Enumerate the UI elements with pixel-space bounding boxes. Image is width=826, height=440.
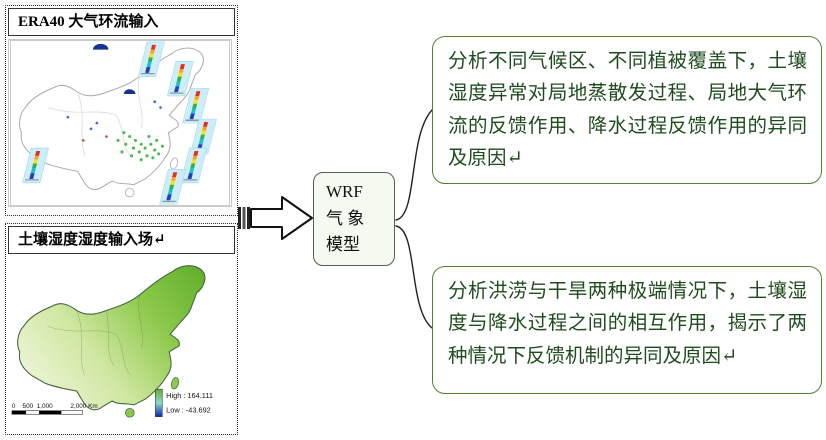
analysis-box-2-text: 分析洪涝与干旱两种极端情况下，土壤湿度与降水过程之间的相互作用，揭示了两种情况下… [448, 281, 807, 367]
legend-low-label: Low : -43.692 [166, 405, 211, 414]
wrf-line-1: WRF [326, 182, 363, 202]
china-filled [17, 264, 206, 418]
soil-map-legend: High : 164.111 Low : -43.692 [155, 388, 213, 417]
analysis-box-2: 分析洪涝与干旱两种极端情况下，土壤湿度与降水过程之间的相互作用，揭示了两种情况下… [432, 266, 822, 394]
wrf-line-3: 模型 [326, 235, 360, 255]
analysis-box-1-text: 分析不同气候区、不同植被覆盖下，土壤湿度异常对局地蒸散发过程、局地大气环流的反馈… [448, 51, 807, 170]
era40-input-panel: ERA40 大气环流输入 [5, 5, 238, 216]
soil-moisture-map: High : 164.111 Low : -43.692 0 500 1,000… [11, 264, 213, 418]
soil-title: 土壤湿度湿度输入场↵ [8, 226, 235, 254]
soil-map-wrap: High : 164.111 Low : -43.692 0 500 1,000… [8, 257, 235, 432]
era40-map-wrap [8, 38, 235, 212]
era40-map [8, 38, 232, 207]
brace-connectors [395, 109, 433, 329]
wrf-model-node: WRF 气 象 模型 [313, 172, 395, 266]
scale-label: 0 500 1,000 2,000 Km [12, 403, 98, 410]
era40-title: ERA40 大气环流输入 [8, 8, 235, 36]
station-dots [66, 100, 165, 161]
cloud-symbols [92, 43, 136, 94]
flow-arrow [238, 196, 313, 240]
legend-high-label: High : 164.111 [166, 391, 213, 400]
soil-moisture-panel: 土壤湿度湿度输入场↵ [5, 223, 238, 435]
wrf-line-2: 气 象 [326, 208, 365, 228]
analysis-box-1: 分析不同气候区、不同植被覆盖下，土壤湿度异常对局地蒸散发过程、局地大气环流的反馈… [432, 36, 822, 184]
scale-bar: 0 500 1,000 2,000 Km [11, 403, 98, 415]
